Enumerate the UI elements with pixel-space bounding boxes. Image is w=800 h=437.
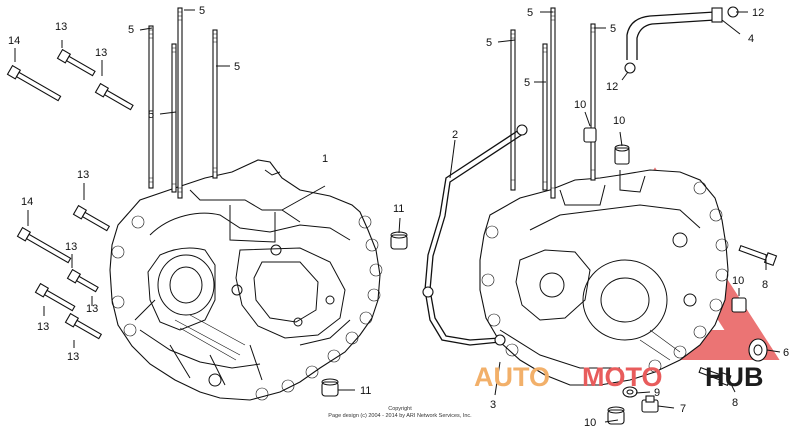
callout-13: 13 bbox=[37, 321, 49, 333]
callout-9: 9 bbox=[654, 387, 660, 399]
callout-10: 10 bbox=[613, 115, 625, 127]
watermark-auto: AUTO bbox=[474, 362, 550, 392]
copyright-notice: Copyright Page design (c) 2004 - 2014 by… bbox=[328, 406, 472, 419]
oil-pipe bbox=[422, 124, 528, 346]
left-crankcase bbox=[109, 159, 383, 401]
callout-5: 5 bbox=[148, 109, 154, 121]
left-bolts bbox=[6, 48, 134, 340]
breather-tube bbox=[624, 6, 739, 74]
callout-5: 5 bbox=[527, 7, 533, 19]
callout-8: 8 bbox=[762, 279, 768, 291]
callout-13: 13 bbox=[86, 303, 98, 315]
callout-13: 13 bbox=[67, 351, 79, 363]
callout-6: 6 bbox=[783, 347, 789, 359]
left-studs bbox=[148, 7, 218, 199]
callout-10: 10 bbox=[584, 417, 596, 429]
callout-14: 14 bbox=[21, 196, 33, 208]
callout-5: 5 bbox=[486, 37, 492, 49]
callout-leaders bbox=[14, 9, 781, 423]
right-crankcase bbox=[479, 169, 729, 386]
callout-11: 11 bbox=[360, 385, 371, 397]
callout-11: 11 bbox=[393, 203, 404, 215]
callout-5: 5 bbox=[128, 24, 134, 36]
callout-14: 14 bbox=[8, 35, 20, 47]
right-small-parts bbox=[622, 244, 778, 413]
callout-5: 5 bbox=[524, 77, 530, 89]
callout-13: 13 bbox=[55, 21, 67, 33]
callout-5: 5 bbox=[199, 5, 205, 17]
copyright-line1: Copyright bbox=[388, 406, 412, 412]
callout-8: 8 bbox=[732, 397, 738, 409]
callout-7: 7 bbox=[680, 403, 686, 415]
watermark-moto: MOTO bbox=[582, 362, 663, 392]
callout-labels: 5 5 5 5 1 13 13 14 13 14 13 13 13 13 11 … bbox=[8, 5, 789, 429]
right-dowels bbox=[583, 127, 747, 425]
callout-10: 10 bbox=[732, 275, 744, 287]
callout-4: 4 bbox=[748, 33, 754, 45]
callout-3: 3 bbox=[490, 399, 496, 411]
watermark-hub: HUB bbox=[705, 362, 764, 392]
callout-13: 13 bbox=[95, 47, 107, 59]
callout-13: 13 bbox=[77, 169, 89, 181]
callout-13: 13 bbox=[65, 241, 77, 253]
callout-12: 12 bbox=[752, 7, 764, 19]
callout-5: 5 bbox=[610, 23, 616, 35]
callout-12: 12 bbox=[606, 81, 618, 93]
copyright-line2: Page design (c) 2004 - 2014 by ARI Netwo… bbox=[328, 413, 472, 419]
watermark-wordmark: AUTO MOTO HUB bbox=[474, 362, 764, 392]
left-dowels bbox=[321, 231, 408, 397]
callout-2: 2 bbox=[452, 129, 458, 141]
callout-10: 10 bbox=[574, 99, 586, 111]
callout-1: 1 bbox=[322, 153, 328, 165]
right-studs bbox=[510, 7, 596, 199]
callout-5: 5 bbox=[234, 61, 240, 73]
